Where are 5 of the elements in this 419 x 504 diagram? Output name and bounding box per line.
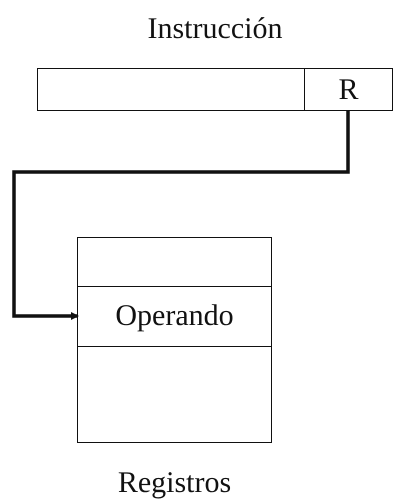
register-field: R [304, 69, 392, 110]
operand-register: Operando [78, 286, 271, 346]
arrow [12, 110, 350, 320]
box-title: Registros [118, 466, 232, 500]
box-title: Instrucción [148, 12, 282, 46]
